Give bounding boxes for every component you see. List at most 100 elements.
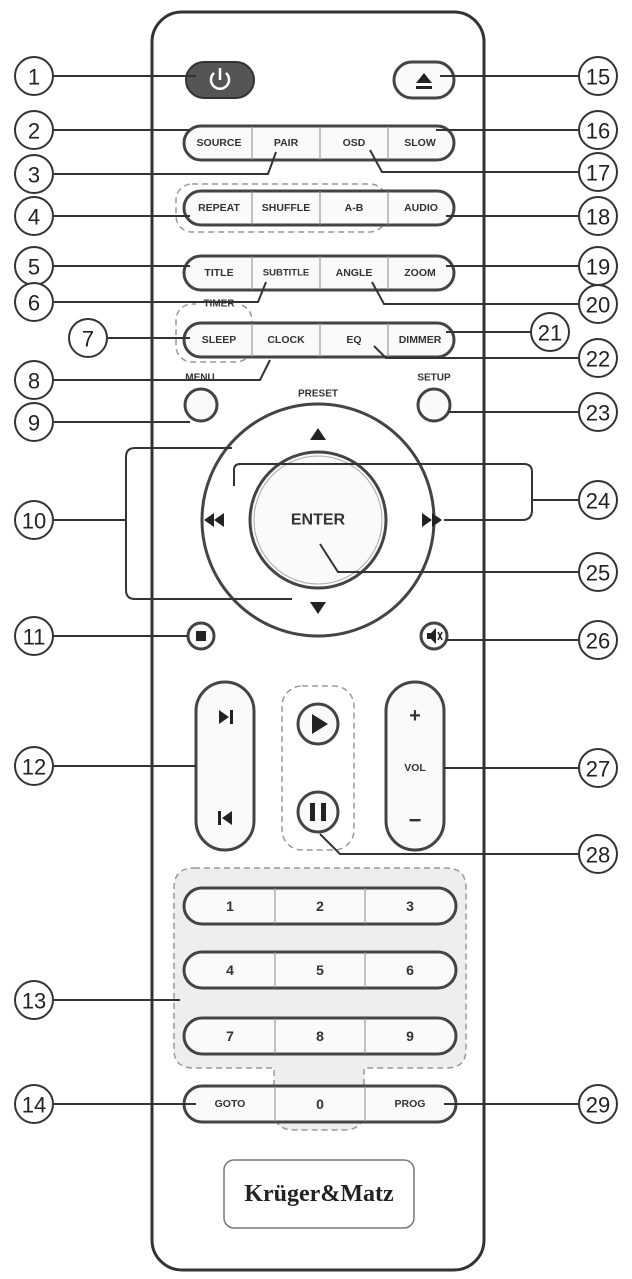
key-2[interactable]: 2 xyxy=(316,898,324,914)
callout-12: 12 xyxy=(14,746,54,786)
svg-text:SOURCE: SOURCE xyxy=(197,137,242,149)
nav-down-icon[interactable] xyxy=(310,602,326,614)
svg-text:2: 2 xyxy=(316,898,324,914)
svg-text:CLOCK: CLOCK xyxy=(267,334,305,346)
svg-text:7: 7 xyxy=(226,1028,234,1044)
callout-14: 14 xyxy=(14,1084,54,1124)
callout-10: 10 xyxy=(14,500,54,540)
key-9[interactable]: 9 xyxy=(406,1028,414,1044)
svg-text:12: 12 xyxy=(22,755,46,780)
svg-text:17: 17 xyxy=(586,161,610,186)
osd-button[interactable]: OSD xyxy=(343,137,366,149)
nav-left-icon[interactable] xyxy=(204,513,224,527)
menu-button[interactable] xyxy=(183,387,219,423)
key-6[interactable]: 6 xyxy=(406,962,414,978)
mute-button[interactable] xyxy=(419,621,449,651)
leader-lines-right xyxy=(319,75,578,1105)
goto-button[interactable]: GOTO xyxy=(215,1098,246,1110)
svg-text:1: 1 xyxy=(226,898,234,914)
bracket-10 xyxy=(125,447,292,600)
stop-icon xyxy=(196,631,206,641)
sleep-button[interactable]: SLEEP xyxy=(202,334,236,346)
key-1[interactable]: 1 xyxy=(226,898,234,914)
svg-text:27: 27 xyxy=(586,757,610,782)
shuffle-button[interactable]: SHUFFLE xyxy=(262,202,310,214)
enter-button[interactable]: ENTER xyxy=(291,512,346,529)
callout-22: 22 xyxy=(578,338,618,378)
eq-button[interactable]: EQ xyxy=(346,334,361,346)
pair-button[interactable]: PAIR xyxy=(274,137,299,149)
row-sleep: SLEEP CLOCK EQ DIMMER xyxy=(182,321,456,359)
keypad-row-1 xyxy=(182,886,458,926)
skip-rocker[interactable] xyxy=(194,680,256,852)
keypad-row-2 xyxy=(182,950,458,990)
subtitle-button[interactable]: SUBTITLE xyxy=(263,268,309,279)
svg-text:19: 19 xyxy=(586,255,610,280)
dimmer-button[interactable]: DIMMER xyxy=(399,334,442,346)
zoom-button[interactable]: ZOOM xyxy=(404,267,436,279)
repeat-button[interactable]: REPEAT xyxy=(198,202,240,214)
pause-icon xyxy=(310,803,326,821)
svg-text:4: 4 xyxy=(226,962,234,978)
angle-button[interactable]: ANGLE xyxy=(336,267,373,279)
svg-text:23: 23 xyxy=(586,401,610,426)
ab-button[interactable]: A-B xyxy=(345,202,364,214)
nav-ring[interactable] xyxy=(200,402,436,638)
key-5[interactable]: 5 xyxy=(316,962,324,978)
svg-text:21: 21 xyxy=(538,321,562,346)
key-7[interactable]: 7 xyxy=(226,1028,234,1044)
power-icon xyxy=(209,68,231,90)
callout-15: 15 xyxy=(578,56,618,96)
pause-button[interactable] xyxy=(296,790,340,834)
brand-plate xyxy=(223,1159,415,1229)
svg-text:11: 11 xyxy=(23,625,46,650)
timer-caption: TIMER xyxy=(203,299,235,310)
play-button[interactable] xyxy=(296,702,340,746)
preset-caption: PRESET xyxy=(298,389,338,400)
svg-text:15: 15 xyxy=(586,65,610,90)
clock-button[interactable]: CLOCK xyxy=(267,334,305,346)
callout-11: 11 xyxy=(14,616,54,656)
callout-13: 13 xyxy=(14,980,54,1020)
svg-text:14: 14 xyxy=(22,1093,46,1118)
callout-26: 26 xyxy=(578,620,618,660)
callout-16: 16 xyxy=(578,110,618,150)
key-0[interactable]: 0 xyxy=(316,1096,324,1112)
title-button[interactable]: TITLE xyxy=(204,267,233,279)
callout-6: 6 xyxy=(14,282,54,322)
callout-21: 21 xyxy=(530,312,570,352)
vol-rocker[interactable]: + VOL − xyxy=(384,680,446,852)
play-icon xyxy=(312,714,328,734)
svg-text:1: 1 xyxy=(28,65,40,90)
svg-text:5: 5 xyxy=(316,962,324,978)
vol-label: VOL xyxy=(404,762,426,774)
skip-prev-icon xyxy=(218,811,232,825)
nav-right-icon[interactable] xyxy=(422,513,442,527)
nav-up-icon[interactable] xyxy=(310,428,326,440)
svg-text:OSD: OSD xyxy=(343,137,366,149)
key-3[interactable]: 3 xyxy=(406,898,414,914)
callout-18: 18 xyxy=(578,196,618,236)
callout-27: 27 xyxy=(578,748,618,788)
svg-text:24: 24 xyxy=(586,489,610,514)
slow-button[interactable]: SLOW xyxy=(404,137,436,149)
svg-text:18: 18 xyxy=(586,205,610,230)
keypad-region xyxy=(173,867,467,1131)
callout-3: 3 xyxy=(14,154,54,194)
source-button[interactable]: SOURCE xyxy=(197,137,242,149)
svg-text:PROG: PROG xyxy=(395,1098,426,1110)
stop-button[interactable] xyxy=(186,621,216,651)
key-4[interactable]: 4 xyxy=(226,962,234,978)
key-8[interactable]: 8 xyxy=(316,1028,324,1044)
mute-icon xyxy=(427,628,443,644)
eject-button[interactable] xyxy=(392,60,456,100)
svg-text:SLEEP: SLEEP xyxy=(202,334,236,346)
audio-button[interactable]: AUDIO xyxy=(404,202,438,214)
svg-text:2: 2 xyxy=(28,119,40,144)
power-button[interactable] xyxy=(185,61,255,99)
svg-text:6: 6 xyxy=(406,962,414,978)
prog-button[interactable]: PROG xyxy=(395,1098,426,1110)
callout-19: 19 xyxy=(578,246,618,286)
setup-button[interactable] xyxy=(416,387,452,423)
